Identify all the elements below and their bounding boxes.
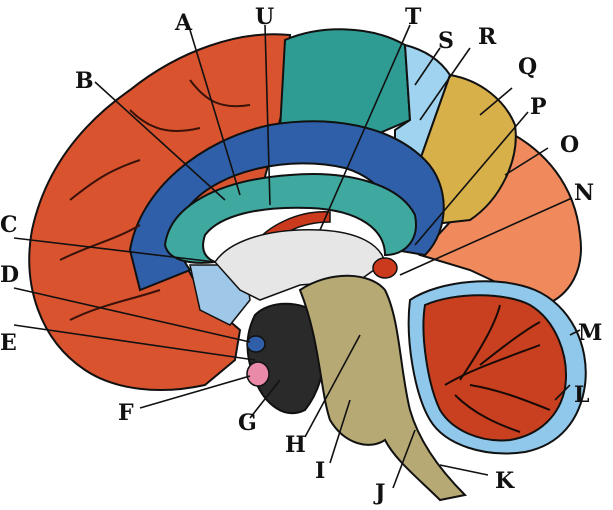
label-b: B xyxy=(75,68,94,94)
label-f: F xyxy=(118,400,134,426)
label-c: C xyxy=(0,212,18,238)
label-i: I xyxy=(315,458,325,484)
pineal-gland xyxy=(373,258,397,278)
optic-chiasm xyxy=(247,336,265,352)
label-l: L xyxy=(574,382,589,408)
label-k: K xyxy=(495,468,515,494)
label-s: S xyxy=(438,28,454,54)
label-j: J xyxy=(373,480,385,506)
label-m: M xyxy=(578,320,602,346)
label-h: H xyxy=(285,432,306,458)
parietal-teal-region xyxy=(280,29,410,135)
label-o: O xyxy=(560,132,579,158)
label-p: P xyxy=(530,94,547,120)
label-u: U xyxy=(255,4,274,30)
label-r: R xyxy=(478,24,497,50)
label-g: G xyxy=(238,410,257,436)
label-e: E xyxy=(0,330,17,356)
label-a: A xyxy=(174,10,193,36)
label-t: T xyxy=(405,4,422,30)
label-d: D xyxy=(0,262,19,288)
label-n: N xyxy=(574,180,594,206)
pituitary xyxy=(247,362,269,386)
label-q: Q xyxy=(518,54,537,80)
